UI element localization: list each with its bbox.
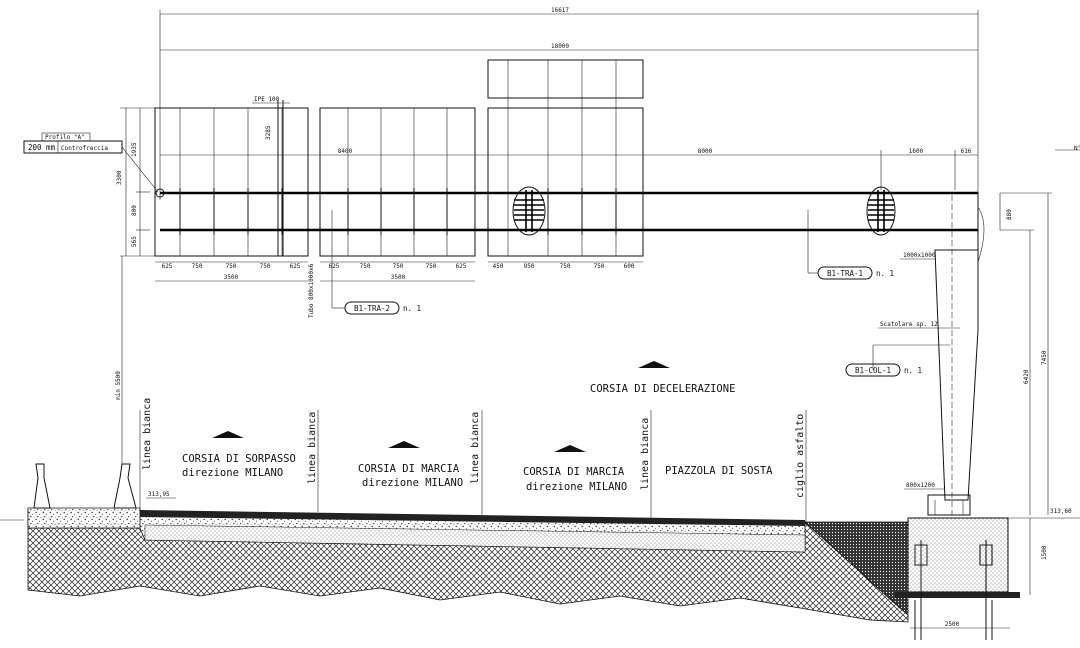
lane-arrow-sorpasso <box>212 431 244 438</box>
p2-dim-1: 625 <box>329 263 340 270</box>
dim-7450: 7450 <box>1041 350 1048 365</box>
lane-sorpasso-dir: direzione MILANO <box>182 467 283 479</box>
edge-text-n: N° <box>1074 145 1080 152</box>
tubo-label: Tubo 800x1000x6 <box>308 263 315 318</box>
p1-dim-4: 750 <box>260 263 271 270</box>
linea-bianca-4: linea bianca <box>640 418 651 490</box>
sign-panel-3: 450 950 750 750 600 <box>487 59 644 270</box>
dim-total: 16617 <box>551 7 569 14</box>
ipe-label: IPE 100 <box>254 96 280 103</box>
dim-1500: 1500 <box>1041 545 1048 560</box>
left-vertical-dimensions: 3300 1935 800 565 min 5500 <box>115 107 160 505</box>
p3-dim-2: 950 <box>524 263 535 270</box>
p2-dim-3: 750 <box>393 263 404 270</box>
sign-panel-2: 625 750 750 750 625 3500 Tubo 800x1000x6 <box>308 107 476 318</box>
tag-b1-tra-2: B1-TRA-2 <box>354 304 390 313</box>
gantry-column: 880 1000x1000 Scatolare sp. 12 800x1200 <box>878 193 1013 516</box>
p3-dim-3: 750 <box>560 263 571 270</box>
tag-b1-tra-2-qty: n. 1 <box>403 304 421 313</box>
dim-880: 880 <box>1006 209 1013 220</box>
overall-dimensions: 16617 18000 <box>159 7 979 200</box>
p1-dim-3: 750 <box>226 263 237 270</box>
plate-label: 1000x1000 <box>903 252 936 259</box>
lane-dividers: linea bianca linea bianca linea bianca l… <box>139 398 807 522</box>
tag-b1-col-1: B1-COL-1 <box>855 366 891 375</box>
elevation-left: 313,95 <box>148 491 170 498</box>
lane-decel: CORSIA DI DECELERAZIONE <box>590 383 735 395</box>
lane-arrow-marcia-1 <box>388 441 420 448</box>
lane-marcia1-dir: direzione MILANO <box>362 477 463 489</box>
right-vertical-dimensions: 7450 6420 1500 2500 N° <box>910 145 1080 629</box>
lane-sorpasso-name: CORSIA DI SORPASSO <box>182 453 296 465</box>
stamp-label: Controfreccia <box>61 145 108 152</box>
linea-bianca-2: linea bianca <box>307 412 318 484</box>
beam-dim-8400: 8400 <box>338 148 353 155</box>
lane-marcia1-name: CORSIA DI MARCIA <box>358 463 460 475</box>
p3-dim-1: 450 <box>493 263 504 270</box>
stamp-value: 200 mm <box>28 143 56 152</box>
lane-arrow-decel <box>638 361 670 368</box>
base-plate-label: 800x1200 <box>906 482 935 489</box>
dim-left-bot: 565 <box>131 236 138 247</box>
p2-dim-2: 750 <box>360 263 371 270</box>
stamp-title: Profilo "A" <box>45 134 85 141</box>
counter-camber-stamp: Profilo "A" 200 mm Controfreccia <box>23 132 165 198</box>
lane-sosta: PIAZZOLA DI SOSTA <box>665 465 773 477</box>
tag-b1-tra-1: B1-TRA-1 <box>827 269 863 278</box>
road-section: 313,95 313,60 <box>0 463 1080 640</box>
dim-left-total: 3300 <box>116 170 123 185</box>
p1-dim-1: 625 <box>162 263 173 270</box>
p2-dim-4: 750 <box>426 263 437 270</box>
linea-bianca-1: linea bianca <box>142 398 153 470</box>
p2-total: 3500 <box>391 274 406 281</box>
lane-arrow-marcia-2 <box>554 445 586 452</box>
p1-total: 3500 <box>224 274 239 281</box>
scatolare-label: Scatolare sp. 12 <box>880 321 938 328</box>
p3-dim-5: 600 <box>624 263 635 270</box>
dim-2500: 2500 <box>945 621 960 628</box>
tag-callouts: B1-TRA-2 n. 1 B1-TRA-1 n. 1 B1-COL-1 n. … <box>331 210 950 377</box>
p3-dim-4: 750 <box>594 263 605 270</box>
gantry-beam: 8400 8000 1600 616 <box>160 148 978 236</box>
beam-dim-1600: 1600 <box>909 148 924 155</box>
lane-marcia2-name: CORSIA DI MARCIA <box>523 466 625 478</box>
elevation-right: 313,60 <box>1050 508 1072 515</box>
p2-dim-5: 625 <box>456 263 467 270</box>
dim-6420: 6420 <box>1023 369 1030 384</box>
dim-v-3285: 3285 <box>265 125 272 140</box>
tag-b1-col-1-qty: n. 1 <box>904 366 922 375</box>
sign-panel-1: IPE 100 3285 625 750 750 750 625 3500 <box>154 96 309 282</box>
beam-dim-616: 616 <box>961 148 972 155</box>
dim-left-top: 1935 <box>131 142 138 157</box>
ciglio-asfalto: ciglio asfalto <box>795 414 806 498</box>
linea-bianca-3: linea bianca <box>470 412 481 484</box>
lane-labels: CORSIA DI SORPASSO direzione MILANO CORS… <box>182 361 773 493</box>
lane-marcia2-dir: direzione MILANO <box>526 481 627 493</box>
beam-dim-8000: 8000 <box>698 148 713 155</box>
dim-span: 18000 <box>551 43 569 50</box>
p1-dim-2: 750 <box>192 263 203 270</box>
tag-b1-tra-1-qty: n. 1 <box>876 269 894 278</box>
dim-min-height: min 5500 <box>115 371 122 400</box>
dim-left-mid: 800 <box>131 205 138 216</box>
p1-dim-5: 625 <box>290 263 301 270</box>
